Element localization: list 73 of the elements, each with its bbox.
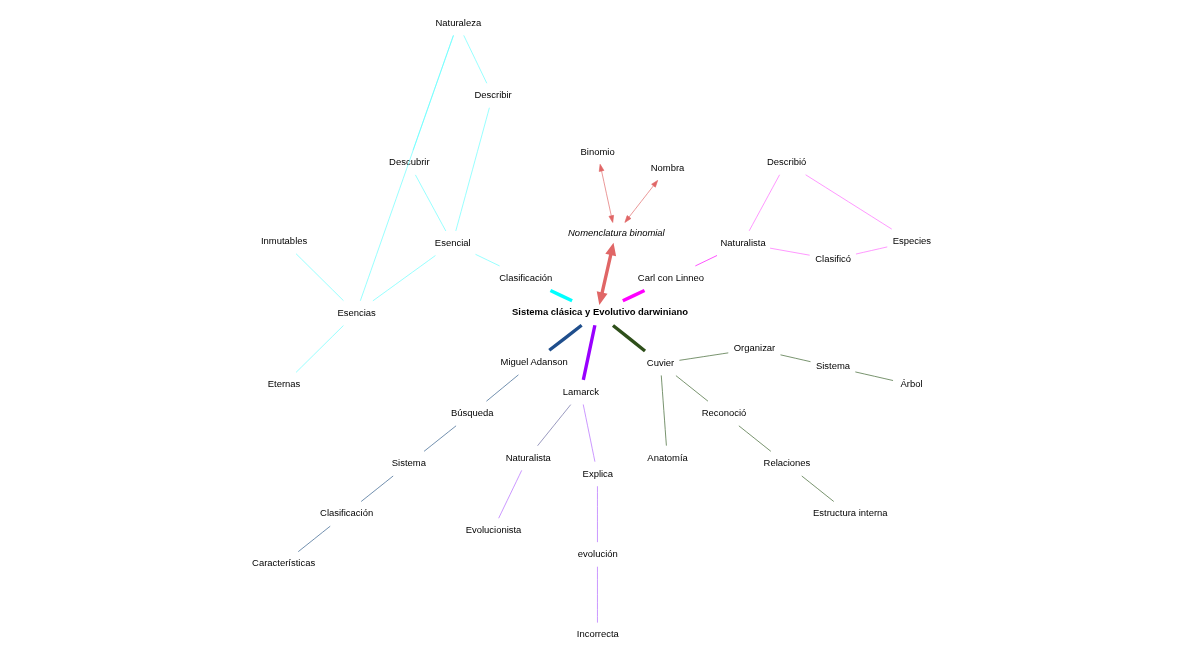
node-text: Reconoció <box>701 406 746 418</box>
connector <box>474 254 500 267</box>
connector <box>804 174 892 230</box>
node-text: Búsqueda <box>450 406 494 418</box>
connector <box>485 374 519 402</box>
node-text: Clasificó <box>814 252 851 264</box>
node-text: Naturalista <box>505 451 551 463</box>
connector <box>582 404 595 463</box>
connector <box>675 375 708 402</box>
connector <box>611 324 646 353</box>
connector <box>581 324 597 381</box>
node-text: Clasificación <box>319 507 373 519</box>
connector <box>536 404 571 447</box>
connector <box>596 566 598 623</box>
connector <box>769 247 810 256</box>
node-text: Nomenclatura binomial <box>567 227 665 239</box>
node-text: Explica <box>582 467 613 479</box>
connector <box>694 255 717 267</box>
connector <box>738 425 771 452</box>
connector <box>359 35 454 302</box>
node-text: Carl con Linneo <box>637 271 704 283</box>
node-text: Nombra <box>650 161 684 173</box>
node-text: Eternas <box>267 378 300 390</box>
connector <box>779 354 811 363</box>
node-text: Describir <box>473 89 512 101</box>
connector <box>678 352 729 361</box>
node-text: Incorrecta <box>576 628 619 640</box>
connector <box>547 323 583 352</box>
connector <box>800 475 834 502</box>
node-text: Estructura interna <box>812 507 888 519</box>
connector <box>549 288 573 303</box>
node-text: Binomio <box>580 145 615 157</box>
connector <box>854 371 893 381</box>
node-text: Esencias <box>336 306 376 318</box>
connector <box>423 425 456 452</box>
connector <box>497 470 522 519</box>
arrow <box>624 180 658 223</box>
arrow <box>598 164 614 223</box>
arrow <box>596 242 616 305</box>
node-text: Relaciones <box>763 457 810 469</box>
node-text: Miguel Adanson <box>500 356 568 367</box>
connector <box>748 174 780 232</box>
node-text: Naturalista <box>720 236 766 248</box>
connector <box>855 246 888 255</box>
connector <box>295 325 344 373</box>
node-text: Sistema <box>391 457 426 469</box>
connector <box>454 107 490 232</box>
connector <box>295 253 344 301</box>
node-text: Naturaleza <box>434 16 481 28</box>
node-text: Evolucionista <box>465 524 521 536</box>
node-text: Describió <box>766 156 806 168</box>
node-text: Sistema <box>815 360 850 372</box>
node-text: Árbol <box>899 378 923 390</box>
node-text: Organizar <box>733 342 775 354</box>
connector <box>372 255 436 302</box>
connector <box>596 485 598 543</box>
node-text: Descubrir <box>388 156 430 168</box>
connector <box>621 288 645 303</box>
node-text: Cuvier <box>646 356 674 368</box>
node-text: Sistema clásica y Evolutivo darwiniano <box>511 305 688 317</box>
connector <box>360 475 393 502</box>
node-text: Inmutables <box>260 234 307 246</box>
node-text: Características <box>251 557 315 569</box>
connector <box>660 375 667 446</box>
node-text: Esencial <box>434 236 471 248</box>
node-text: Especies <box>892 234 931 246</box>
node-text: Anatomía <box>646 451 688 463</box>
node-text: evolución <box>577 547 618 559</box>
node-text: Lamarck <box>562 385 599 397</box>
connector <box>297 525 331 552</box>
connector <box>462 35 487 84</box>
node-text: Clasificación <box>498 271 552 283</box>
connector <box>414 174 446 232</box>
